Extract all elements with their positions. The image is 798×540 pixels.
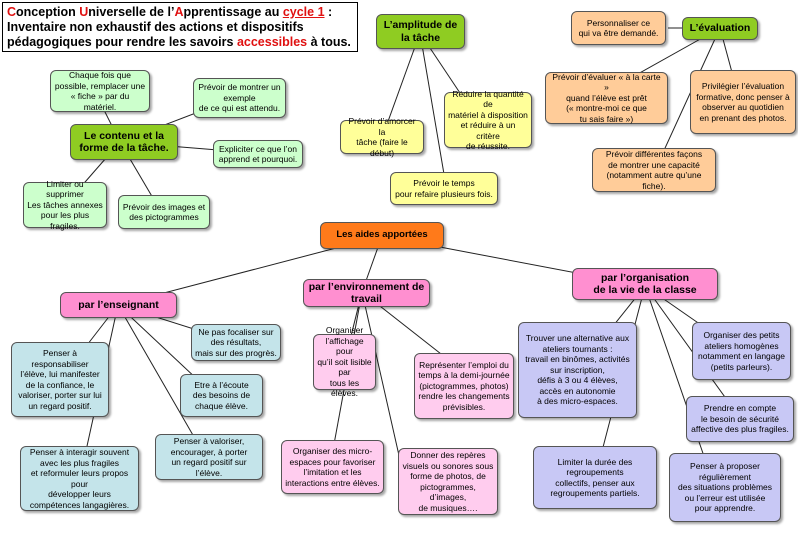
node-images: Prévoir des images et des pictogrammes [118,195,210,229]
node-organisation: par l’organisation de la vie de la class… [572,268,718,300]
title-c: C [7,5,17,19]
document-title: Conception Universelle de l’Apprentissag… [2,2,358,52]
node-personnaliser: Personnaliser ce qui va être demandé. [571,11,666,45]
node-reduire: Réduire la quantité de matériel à dispos… [444,89,532,151]
title-text-1: onception [16,5,80,19]
node-montrer: Prévoir de montrer un exemple de ce qui … [193,78,286,118]
node-securite: Prendre en compte le besoin de sécurité … [686,396,794,442]
node-environnement: par l’environnement de travail [303,279,430,307]
node-temps: Prévoir le temps pour refaire plusieurs … [390,172,498,205]
title-cycle: cycle 1 [282,5,325,19]
node-expliciter: Expliciter ce que l’on apprend et pourqu… [213,140,303,168]
title-a: A [174,5,184,19]
title-text-4: : [324,5,333,19]
title-text-3: pprentissage au [183,5,283,19]
node-facons: Prévoir différentes façons de montrer un… [592,148,716,192]
node-regulierement: Penser à proposer régulièrement des situ… [669,453,781,522]
node-amplitude: L’amplitude de la tâche [376,14,465,49]
node-valoriser: Penser à valoriser, encourager, à porter… [155,434,263,480]
node-enseignant: par l’enseignant [60,292,177,318]
node-ecoute: Etre à l’écoute des besoins de chaque él… [180,374,263,417]
node-amorcer: Prévoir d’amorcer la tâche (faire le déb… [340,116,424,158]
node-alternative: Trouver une alternative aux ateliers tou… [518,322,637,418]
node-duree: Limiter la durée des regroupements colle… [533,446,657,509]
node-focaliser: Ne pas focaliser sur des résultats, mais… [191,324,281,361]
node-evaluation: L’évaluation [682,17,758,40]
node-affichage: Organiser l’affichage pour qu’il soit li… [313,325,376,398]
node-ateliers: Organiser des petits ateliers homogènes … [692,322,791,380]
title-line-2: Inventaire non exhaustif des actions et … [7,20,304,34]
title-line-1: Conception Universelle de l’Apprentissag… [7,5,353,20]
node-limiter-taches: Limiter ou supprimer Les tâches annexes … [23,179,107,231]
title-line-3: pédagogiques pour rendre les savoirs acc… [7,35,353,50]
title-text-5: pédagogiques pour rendre les savoirs [7,35,237,49]
node-evaluer-carte: Prévoir d’évaluer « à la carte » quand l… [545,72,668,124]
node-interagir: Penser à interagir souvent avec les plus… [20,446,139,511]
node-reperes: Donner des repères visuels ou sonores so… [398,448,498,515]
node-fiche: Chaque fois que possible, remplacer une … [50,70,150,112]
node-aides: Les aides apportées [320,222,444,249]
node-contenu: Le contenu et la forme de la tâche. [70,124,178,160]
node-responsabiliser: Penser à responsabiliser l’élève, lui ma… [11,342,109,417]
node-emploi: Représenter l’emploi du temps à la demi-… [414,353,514,419]
node-privilegier: Privilégier l’évaluation formative, donc… [690,70,796,134]
title-text-6: à tous. [307,35,351,49]
node-micro-espaces: Organiser des micro- espaces pour favori… [281,440,384,494]
title-text-2: niverselle de l’ [88,5,175,19]
title-accessibles: accessibles [236,35,308,49]
title-u: U [79,5,89,19]
